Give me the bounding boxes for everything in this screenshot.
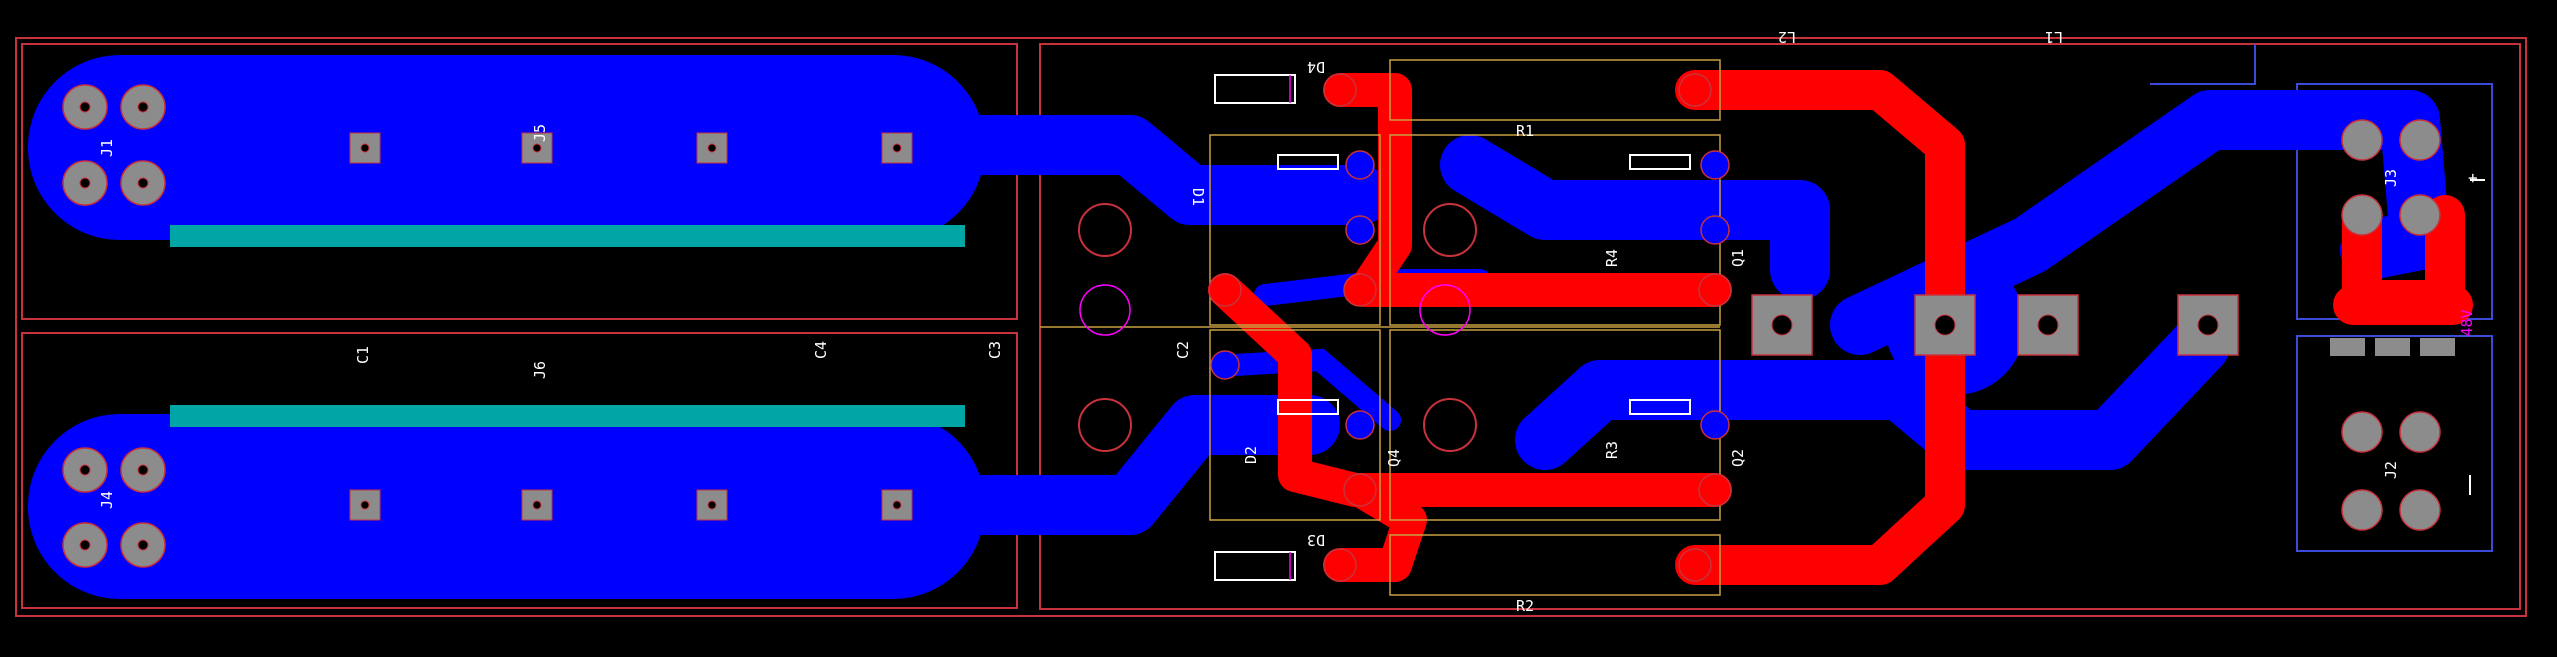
j2-label: J2	[2382, 461, 2400, 479]
d1-body	[1277, 154, 1339, 170]
l1-label: L1	[2045, 28, 2063, 46]
annotations: 48V	[2458, 309, 2476, 336]
d3-label: D3	[1307, 531, 1325, 549]
r3-label: R3	[1603, 441, 1621, 459]
c2b-outline	[1419, 284, 1471, 336]
mosfet-pads	[1210, 150, 1730, 440]
voltage-label: 48V	[2458, 309, 2476, 336]
q-lower-left-body	[1209, 329, 1381, 521]
pad-drills	[79, 101, 149, 551]
r3-body-silk	[1629, 399, 1691, 415]
top-bus-to-switch-trace	[930, 115, 1390, 225]
r4-label: R4	[1603, 249, 1621, 267]
capacitor-pad-drills	[360, 143, 902, 510]
capacitor-bank-top-frame	[21, 43, 1018, 320]
polarity-marks: +	[2463, 173, 2482, 183]
j4-label: J4	[98, 491, 116, 509]
hole-ring-icon	[1423, 398, 1477, 452]
d4-to-q-gate-trace	[1323, 73, 1732, 307]
j6-label: J6	[531, 361, 549, 379]
magenta-outlines	[1079, 75, 1471, 580]
j3-label: J3	[2382, 169, 2400, 187]
inductor-keepout	[2150, 44, 2256, 85]
high-side-drain-trace	[1440, 135, 1830, 300]
mounting-holes	[1078, 203, 1477, 452]
r4-body-silk	[1629, 154, 1691, 170]
capacitor-bank-bottom-frame	[21, 332, 1018, 609]
through-hole-pads	[62, 73, 2455, 582]
reference-designators: J1 J4 J5 J6 C1 C4 C3 C2 D1 D2 D4 D3 R1 R…	[98, 28, 2400, 615]
gate-drive-trace-low	[1224, 348, 1401, 431]
d2-label: D2	[1242, 446, 1260, 464]
d4-label: D4	[1307, 58, 1325, 76]
teal-zone-bottom	[170, 405, 965, 427]
j2-smd-pads	[2330, 338, 2455, 356]
capacitor-bus-top-copper	[28, 55, 985, 240]
j2-courtyard	[2296, 335, 2493, 552]
l2-label: L2	[1778, 28, 1796, 46]
d3-body	[1214, 551, 1296, 581]
low-side-source-trace	[1515, 315, 2230, 470]
teal-fill-zones	[170, 225, 965, 427]
j3-copper-pour	[2333, 285, 2473, 325]
j1-label: J1	[98, 139, 116, 157]
r1-body	[1389, 59, 1721, 121]
r1-label: R1	[1516, 122, 1534, 140]
hole-ring-icon	[1078, 203, 1132, 257]
bottom-bus-to-switch-trace	[930, 395, 1340, 535]
hole-ring-icon	[1078, 398, 1132, 452]
inductor-pad-drills	[1771, 314, 2219, 336]
r2-body	[1389, 534, 1721, 596]
q4-label: Q4	[1385, 449, 1403, 467]
teal-zone-top	[170, 225, 965, 247]
c3-label: C3	[986, 341, 1004, 359]
d2-body	[1277, 399, 1339, 415]
hole-ring-icon	[1423, 203, 1477, 257]
c4-label: C4	[812, 341, 830, 359]
q1-label: Q1	[1729, 249, 1747, 267]
c2-label: C2	[1174, 341, 1192, 359]
output-trace-to-j3	[1830, 90, 2450, 355]
r2-label: R2	[1516, 597, 1534, 615]
c1-label: C1	[354, 346, 372, 364]
silkscreen	[1214, 74, 2485, 581]
j2-pads	[2341, 411, 2441, 531]
capacitor-bus-bottom-copper	[28, 414, 985, 599]
q2-label: Q2	[1729, 449, 1747, 467]
d3-to-q-gate-trace	[1323, 473, 1732, 582]
c2-outline	[1079, 284, 1131, 336]
j3-pads	[2341, 119, 2441, 236]
board-edge	[15, 37, 2527, 617]
d1-label: D1	[1189, 188, 1207, 206]
q4-body	[1209, 134, 1381, 326]
j5-label: J5	[531, 124, 549, 142]
switch-round-pads	[1208, 73, 1732, 582]
d4-body	[1214, 74, 1296, 104]
plus-mark: +	[2463, 173, 2482, 183]
